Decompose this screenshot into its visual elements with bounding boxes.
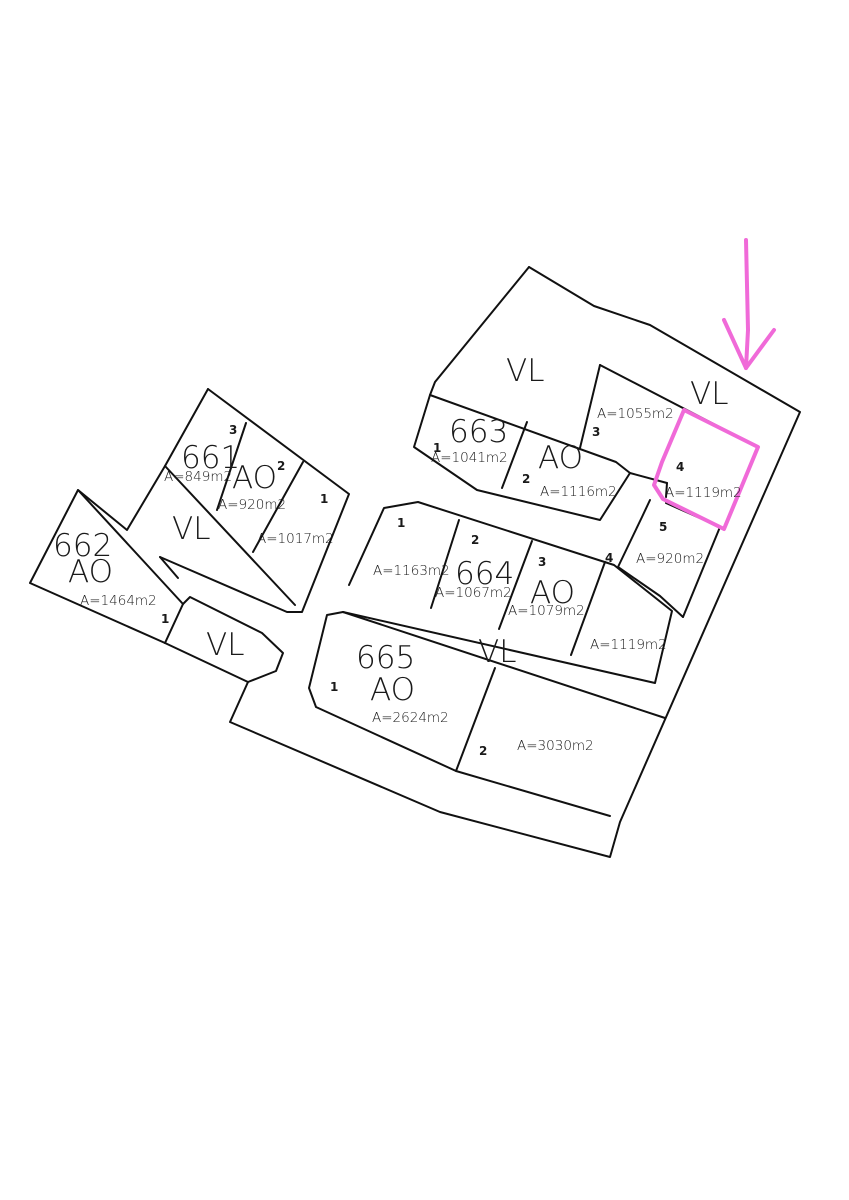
plot-number-663-1: 1 [433,441,441,455]
plot-area-665-1: A=2624m2 [372,710,449,726]
plot-number-663-5: 5 [659,520,667,534]
zone-label-vl-small: VL [206,627,244,663]
block-zone-664: AO [530,575,575,611]
zone-label-vl-top: VL [506,353,544,389]
plot-area-663-4: A=1119m2 [665,485,742,501]
plot-area-661-3: A=849m2 [164,469,232,485]
block-number-663: 663 [449,414,508,450]
plot-area-663-2: A=1116m2 [540,484,617,500]
plot-area-663-1: A=1041m2 [431,450,508,466]
zone-label-vl-middle: VL [478,634,516,670]
plot-number-662-1: 1 [161,612,169,626]
plot-area-664-1: A=1163m2 [373,563,450,579]
east-cluster-lines [229,266,801,858]
plot-number-661-3: 3 [229,423,237,437]
plot-number-661-2: 2 [277,459,285,473]
west-cluster-lines [29,388,350,683]
plot-number-664-4: 4 [605,551,613,565]
block-zone-662: AO [68,554,113,590]
plot-number-664-2: 2 [471,533,479,547]
plot-area-664-3: A=1079m2 [508,603,585,619]
block-number-662: 662 [53,528,112,564]
plot-number-664-3: 3 [538,555,546,569]
plot-area-661-1: A=1017m2 [257,531,334,547]
block-zone-663: AO [538,440,583,476]
block-number-665: 665 [356,640,415,676]
plot-area-663-3: A=1055m2 [597,406,674,422]
plot-number-665-2: 2 [479,744,487,758]
plot-area-662-1: A=1464m2 [80,593,157,609]
plot-area-664-4: A=1119m2 [590,637,667,653]
block-zone-665: AO [370,672,415,708]
plot-number-663-3: 3 [592,425,600,439]
arrow-shaft [744,238,750,370]
block-number-661: 661 [181,440,240,476]
arrow-head-icon [722,318,776,370]
plot-area-664-2: A=1067m2 [435,585,512,601]
plot-number-661-1: 1 [320,492,328,506]
plot-area-663-5: A=920m2 [636,551,704,567]
plot-number-664-1: 1 [397,516,405,530]
plot-area-661-2: A=920m2 [218,497,286,513]
plot-number-665-1: 1 [330,680,338,694]
block-zone-661: AO [232,460,277,496]
highlighted-plot-outline [652,408,760,531]
highlight-marker [652,238,776,531]
plot-number-663-2: 2 [522,472,530,486]
plot-number-663-4: 4 [676,460,684,474]
block-number-664: 664 [455,556,514,592]
plot-area-665-2: A=3030m2 [517,738,594,754]
zone-label-vl-right: VL [690,376,728,412]
zone-label-vl-west: VL [172,511,210,547]
